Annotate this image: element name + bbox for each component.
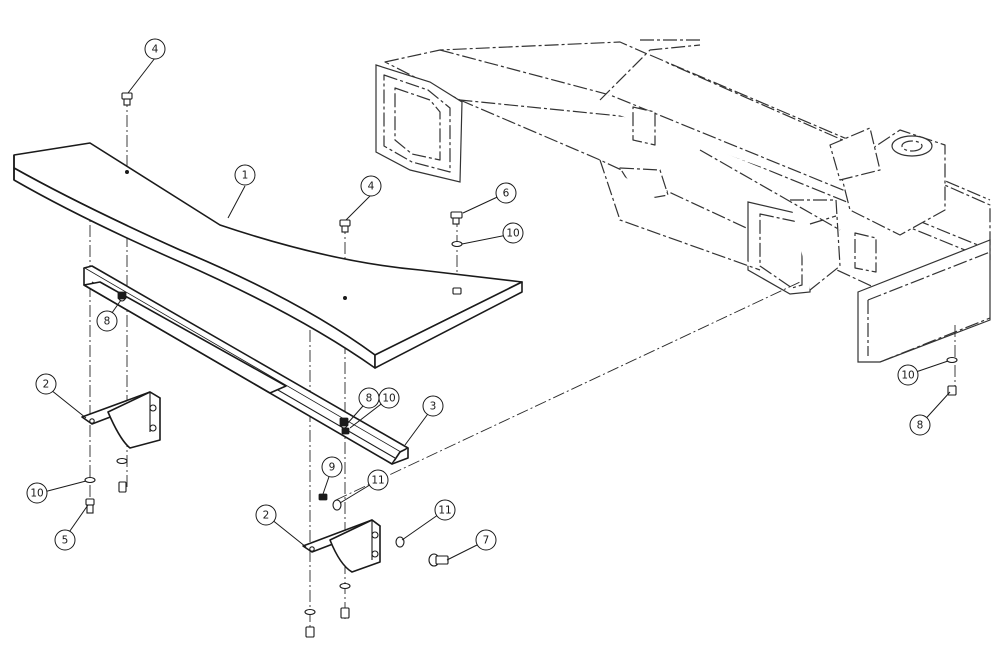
callout-label: 11 xyxy=(438,505,451,517)
callout-circle xyxy=(475,529,497,551)
callout-4: 4 xyxy=(360,175,382,197)
callout-circle xyxy=(96,310,118,332)
callout-5: 5 xyxy=(54,529,76,551)
callout-label: 8 xyxy=(366,393,373,405)
callout-circle xyxy=(54,529,76,551)
callout-circle xyxy=(234,164,256,186)
vehicle-frame xyxy=(375,39,991,363)
callout-11: 11 xyxy=(367,469,389,491)
part-2-bracket-right xyxy=(302,519,381,573)
callout-3: 3 xyxy=(422,395,444,417)
callout-2: 2 xyxy=(255,504,277,526)
callout-circle xyxy=(360,175,382,197)
callout-label: 5 xyxy=(62,535,69,547)
callout-7: 7 xyxy=(475,529,497,551)
callout-label: 8 xyxy=(917,420,924,432)
callout-8: 8 xyxy=(909,414,931,436)
bolt-left-a xyxy=(118,481,127,493)
bolt-7 xyxy=(428,553,449,567)
callout-label: 1 xyxy=(242,170,249,182)
callout-label: 2 xyxy=(43,379,50,391)
callout-circle xyxy=(909,414,931,436)
bolt-4-left xyxy=(121,92,133,106)
part-3-angle-rail xyxy=(83,265,409,465)
callout-10: 10 xyxy=(26,482,48,504)
callout-label: 10 xyxy=(901,370,914,382)
callout-circle xyxy=(897,364,919,386)
bolt-6 xyxy=(450,211,463,225)
callout-circle xyxy=(255,504,277,526)
callout-label: 10 xyxy=(30,488,43,500)
hardware xyxy=(84,92,958,638)
part-1-fender xyxy=(13,142,523,369)
callout-label: 9 xyxy=(329,462,336,474)
callout-4: 4 xyxy=(144,38,166,60)
callout-circle xyxy=(321,456,343,478)
callout-label: 2 xyxy=(263,510,270,522)
washer-right-a xyxy=(339,582,351,590)
callout-circle xyxy=(422,395,444,417)
callout-label: 3 xyxy=(430,401,437,413)
callout-8: 8 xyxy=(96,310,118,332)
callout-6: 6 xyxy=(495,182,517,204)
callout-label: 11 xyxy=(371,475,384,487)
washer-10-left xyxy=(84,476,96,484)
callout-10: 10 xyxy=(502,222,524,244)
nut-9 xyxy=(318,493,328,501)
bolt-4-right xyxy=(339,219,351,233)
callout-11: 11 xyxy=(434,499,456,521)
bolt-5 xyxy=(85,498,95,514)
callout-1: 1 xyxy=(234,164,256,186)
washer-10-frame xyxy=(946,356,958,364)
callout-circle xyxy=(502,222,524,244)
bolt-right-a xyxy=(340,607,350,619)
callout-label: 4 xyxy=(368,181,375,193)
callout-circle xyxy=(144,38,166,60)
callout-circle xyxy=(35,373,57,395)
callout-10: 10 xyxy=(897,364,919,386)
callout-2: 2 xyxy=(35,373,57,395)
callout-label: 7 xyxy=(483,535,490,547)
bolt-8-frame xyxy=(947,385,957,396)
washer-11-b xyxy=(395,536,405,548)
callout-circle xyxy=(26,482,48,504)
callout-balloons: 1 2 2 3 4 4 5 6 7 8 8 8 9 10 10 10 10 11 11 xyxy=(26,38,931,551)
callout-8: 8 xyxy=(358,387,380,409)
callout-circle xyxy=(434,499,456,521)
washer-left-a xyxy=(116,457,128,465)
callout-circle xyxy=(367,469,389,491)
callout-9: 9 xyxy=(321,456,343,478)
part-2-bracket-left xyxy=(81,391,161,449)
washer-10-top xyxy=(451,240,463,248)
callout-label: 10 xyxy=(506,228,519,240)
callout-label: 10 xyxy=(382,393,395,405)
callout-10: 10 xyxy=(378,387,400,409)
callout-circle xyxy=(378,387,400,409)
bolt-right-b xyxy=(305,626,315,638)
washer-11-a xyxy=(332,499,342,511)
callout-circle xyxy=(495,182,517,204)
callout-label: 4 xyxy=(152,44,159,56)
washer-right-b xyxy=(304,608,316,616)
callout-label: 6 xyxy=(503,188,510,200)
callout-label: 8 xyxy=(104,316,111,328)
nut-8-rail xyxy=(341,427,350,435)
